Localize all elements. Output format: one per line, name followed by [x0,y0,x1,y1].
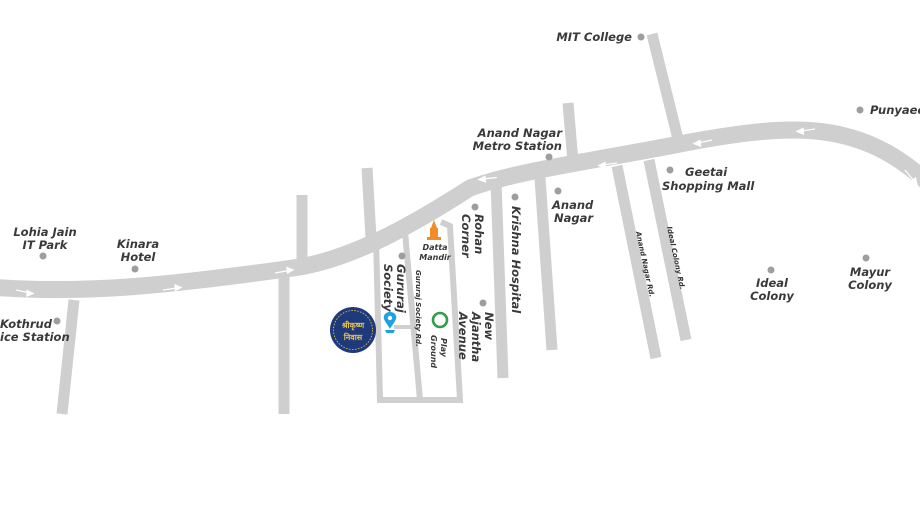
arrow-right-icon [904,169,918,187]
place-label-geetai-2: Shopping Mall [662,179,755,193]
place-label-geetai-1: Geetai [685,165,728,179]
place-label-lohia-2: IT Park [23,238,69,252]
north-side-road-2 [361,167,377,239]
place-marker [479,299,487,307]
place-label-new-ajantha-2: Ajantha [469,311,483,362]
kothrud-road [56,299,80,415]
place-label-mayur-2: Colony [848,278,892,292]
place-marker [131,265,139,273]
main-road [0,121,920,299]
place-label-rohan-2: Corner [459,214,473,259]
place-marker [53,317,61,325]
playground-icon [431,311,449,329]
place-label-anand-nagar-2: Nagar [554,211,594,225]
metro-side-road [562,102,579,163]
place-label-ideal-colony-2: Colony [750,289,794,303]
place-label-anand-nagar-1: Anand [551,198,594,212]
arrow-left-icon [692,139,713,147]
place-label-new-ajantha-3: Avenue [456,311,470,360]
project-logo[interactable]: श्रीकृष्ण निवास [330,307,376,353]
place-label-rohan-1: Rohan [472,214,486,254]
place-label-play-2: Ground [429,335,438,368]
society-loop-road [373,219,464,403]
gururaj-society-road [402,231,423,401]
arrow-right-icon [15,289,35,297]
mit-college-road [646,32,685,145]
krishna-hospital-road [490,181,509,379]
place-label-kinara-2: Hotel [121,250,157,264]
arrow-right-icon [162,283,183,292]
place-label-mit-college: MIT College [556,30,632,44]
arrow-left-icon [795,127,816,135]
place-label-kothrud-2: ice Station [0,330,70,344]
logo-text-line1: श्रीकृष्ण [341,320,365,331]
place-marker [637,33,645,41]
place-label-gururaj-2: Society [381,264,395,312]
place-marker [511,193,519,201]
place-label-kinara-1: Kinara [117,237,159,251]
place-marker [554,187,562,195]
temple-icon [427,220,441,240]
place-label-datta-1: Datta [422,243,447,252]
place-label-lohia-1: Lohia Jain [13,225,76,239]
anand-nagar-road [611,164,662,360]
location-pin-icon[interactable] [383,312,397,333]
place-marker [856,106,864,114]
place-label-krishna-hospital: Krishna Hospital [509,206,523,314]
place-marker [767,266,775,274]
anand-nagar-side-road [534,177,558,351]
place-label-mayur-1: Mayur [850,265,892,279]
road-label-gururaj-society: Gururaj Society Rd. [414,270,422,347]
place-marker [471,203,479,211]
place-marker [862,254,870,262]
place-label-kothrud-1: Kothrud [0,317,53,331]
place-label-metro-2: Metro Station [473,139,562,153]
ideal-colony-road [643,158,692,342]
place-label-gururaj-1: Gururaj [394,264,408,314]
place-label-punyaee: Punyaee [870,103,920,117]
arrow-left-icon [477,175,498,183]
arrow-left-icon [597,161,618,169]
place-marker [39,252,47,260]
place-label-play-1: Play [439,338,448,358]
logo-text-line2: निवास [343,332,363,342]
arrow-right-icon [274,266,295,275]
place-label-new-ajantha-1: New [482,312,496,340]
place-label-metro-1: Anand Nagar [477,126,564,140]
place-label-datta-2: Mandir [419,253,452,262]
place-marker [666,166,674,174]
place-marker [398,252,406,260]
place-label-ideal-colony-1: Ideal [756,276,789,290]
place-marker [545,153,553,161]
